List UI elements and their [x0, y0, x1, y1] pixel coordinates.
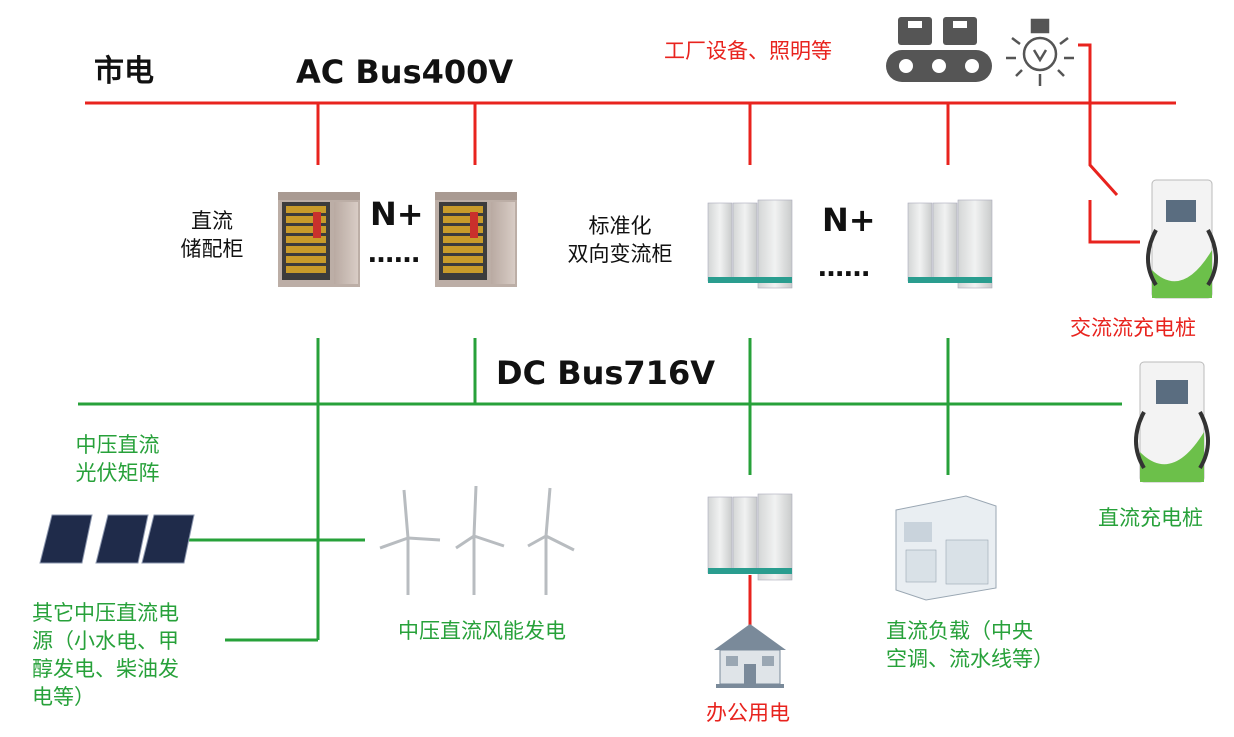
dc-charger-icon	[1134, 361, 1210, 483]
storage-ellipsis: ……	[368, 239, 420, 269]
dc-bus-lines	[78, 338, 1122, 642]
converter-cabinet-2	[907, 199, 993, 289]
light-bulb-icon	[1006, 18, 1074, 86]
office-power-label: 办公用电	[706, 701, 790, 725]
storage-cabinet-label-2: 储配柜	[180, 237, 244, 261]
converter-label-1: 标准化	[588, 214, 652, 238]
ac-charger-label: 交流流充电桩	[1070, 316, 1196, 340]
pv-label-1: 中压直流	[75, 433, 160, 457]
converter-count-label: N+	[822, 201, 876, 239]
ac-bus-lines	[85, 43, 1176, 625]
storage-cabinet-label-1: 直流	[191, 209, 233, 233]
other-source-label-1: 其它中压直流电	[32, 601, 179, 625]
other-source-label-3: 醇发电、柴油发	[32, 657, 179, 681]
other-source-label-4: 电等）	[32, 685, 95, 709]
dc-load-label-1: 直流负载（中央	[886, 619, 1033, 643]
converter-ellipsis: ……	[818, 253, 870, 283]
ac-charger-icon	[1146, 179, 1218, 299]
office-building-icon	[714, 624, 786, 688]
storage-cabinet-2	[435, 192, 517, 287]
ac-bus-label: AC Bus400V	[296, 53, 514, 91]
dc-bus-label: DC Bus716V	[496, 354, 715, 392]
dc-load-label-2: 空调、流水线等）	[886, 647, 1054, 671]
factory-equipment-label: 工厂设备、照明等	[664, 39, 832, 63]
pv-label-2: 光伏矩阵	[75, 461, 160, 485]
storage-cabinet-1	[278, 192, 360, 287]
other-source-label-2: 源（小水电、甲	[32, 629, 179, 653]
converter-label-2: 双向变流柜	[567, 242, 673, 266]
wind-turbines-icon	[379, 485, 575, 595]
conveyor-icon	[886, 17, 992, 82]
storage-count-label: N+	[370, 195, 424, 233]
converter-cabinet-1	[707, 199, 793, 289]
solar-panels-icon	[39, 514, 195, 564]
dc-charger-label: 直流充电桩	[1098, 506, 1203, 530]
office-converter-cabinet	[707, 493, 793, 581]
wind-power-label: 中压直流风能发电	[398, 619, 566, 643]
hvac-unit-icon	[895, 495, 997, 601]
grid-label: 市电	[94, 54, 154, 89]
